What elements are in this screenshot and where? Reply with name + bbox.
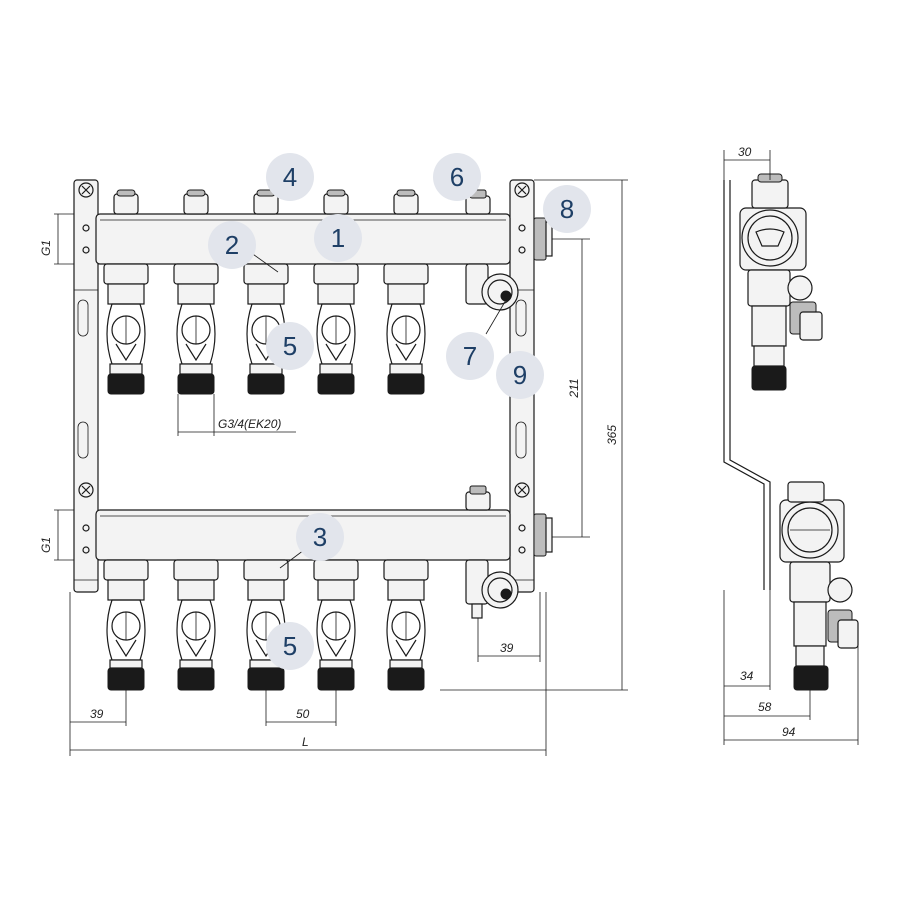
callout-9: 9 bbox=[496, 351, 544, 399]
svg-text:9: 9 bbox=[513, 360, 527, 390]
leader-2 bbox=[249, 251, 279, 273]
callout-4: 4 bbox=[266, 153, 314, 201]
dim-side-94: 94 bbox=[782, 725, 796, 739]
callout-5-bottom: 5 bbox=[266, 622, 314, 670]
dim-50: 50 bbox=[296, 707, 310, 721]
dim-39-left: 39 bbox=[90, 707, 104, 721]
leader-7 bbox=[485, 299, 507, 335]
dim-211: 211 bbox=[567, 378, 581, 398]
dim-side-58: 58 bbox=[758, 700, 772, 714]
svg-text:1: 1 bbox=[331, 223, 345, 253]
bottom-outlet-valves bbox=[103, 559, 429, 691]
left-bracket bbox=[73, 179, 99, 593]
callout-3: 3 bbox=[296, 513, 344, 561]
dim-side-34: 34 bbox=[740, 669, 754, 683]
svg-text:2: 2 bbox=[225, 230, 239, 260]
front-view bbox=[73, 179, 553, 691]
dim-side-30: 30 bbox=[738, 145, 752, 159]
svg-text:5: 5 bbox=[283, 631, 297, 661]
svg-text:4: 4 bbox=[283, 162, 297, 192]
dim-g1-bottom: G1 bbox=[39, 537, 53, 553]
top-outlet-valves bbox=[103, 263, 429, 395]
side-bracket bbox=[729, 180, 771, 590]
dim-39-right: 39 bbox=[500, 641, 514, 655]
leader-3 bbox=[279, 549, 305, 569]
svg-text:3: 3 bbox=[313, 522, 327, 552]
svg-text:8: 8 bbox=[560, 194, 574, 224]
drain-valve-top bbox=[465, 263, 519, 311]
dim-g1-top: G1 bbox=[39, 240, 53, 256]
front-dimensions bbox=[54, 179, 628, 756]
callout-2: 2 bbox=[208, 221, 256, 269]
svg-text:5: 5 bbox=[283, 331, 297, 361]
dim-365: 365 bbox=[605, 425, 619, 445]
top-header-tube bbox=[95, 213, 553, 265]
callout-1: 1 bbox=[314, 214, 362, 262]
svg-text:7: 7 bbox=[463, 341, 477, 371]
dim-outlet-thread: G3/4(EK20) bbox=[218, 417, 281, 431]
drain-valve-bottom bbox=[465, 559, 519, 619]
dimension-labels: G1 G1 G3/4(EK20) 211 365 39 39 50 L 30 3… bbox=[39, 145, 796, 749]
callout-5-top: 5 bbox=[266, 322, 314, 370]
callout-7: 7 bbox=[446, 332, 494, 380]
callout-6: 6 bbox=[433, 153, 481, 201]
callout-8: 8 bbox=[543, 185, 591, 233]
side-view bbox=[723, 173, 859, 691]
top-caps bbox=[113, 189, 491, 511]
svg-text:6: 6 bbox=[450, 162, 464, 192]
callouts: 1 2 3 4 5 5 6 7 bbox=[208, 153, 591, 670]
side-dimensions bbox=[723, 150, 859, 745]
dim-L: L bbox=[302, 735, 309, 749]
